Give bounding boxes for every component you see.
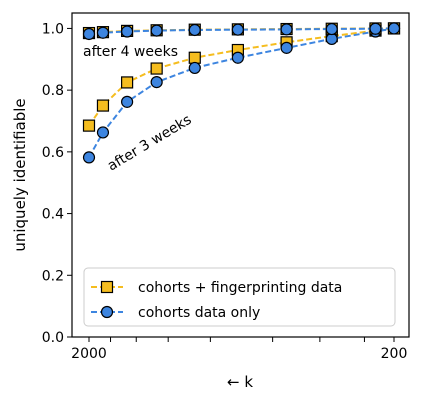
legend-marker-0 bbox=[100, 280, 114, 294]
y-axis: 0.0 0.2 0.4 0.6 0.8 1.0 bbox=[42, 21, 72, 346]
x-tick-label-1: 200 bbox=[381, 346, 408, 362]
annotation-after-4-weeks: after 4 weeks bbox=[83, 44, 178, 60]
y-tick-label-4: 0.8 bbox=[42, 83, 64, 99]
series-3-point-9 bbox=[387, 22, 401, 35]
series-1-point-1 bbox=[96, 126, 110, 139]
series-0-point-1 bbox=[96, 99, 110, 112]
series-1-point-0 bbox=[82, 151, 96, 164]
series-3-point-6 bbox=[280, 23, 293, 36]
series-0-point-2 bbox=[121, 76, 134, 89]
y-tick-label-3: 0.6 bbox=[42, 145, 64, 161]
series-1-point-6 bbox=[280, 41, 293, 54]
y-axis-label: uniquely identifiable bbox=[11, 98, 29, 251]
series-3-point-2 bbox=[121, 25, 134, 38]
series-3-point-5 bbox=[231, 23, 244, 36]
x-axis-label: ← k bbox=[227, 373, 253, 391]
y-tick-label-1: 0.2 bbox=[42, 268, 64, 284]
x-axis: 2000 200 bbox=[71, 337, 407, 362]
series-1-point-3 bbox=[150, 76, 163, 89]
x-tick-label-0: 2000 bbox=[71, 346, 107, 362]
series-0-point-3 bbox=[150, 62, 163, 75]
series-3-point-4 bbox=[188, 23, 201, 37]
series-3 bbox=[82, 22, 401, 41]
series-1-point-2 bbox=[121, 95, 134, 108]
series-3-point-7 bbox=[325, 22, 338, 36]
series-line-3 bbox=[88, 27, 395, 35]
y-tick-label-2: 0.4 bbox=[42, 207, 64, 223]
legend-entry-0: cohorts + fingerprinting data bbox=[91, 280, 342, 296]
legend-entry-1: cohorts data only bbox=[91, 305, 260, 321]
series-0-point-4 bbox=[188, 51, 201, 64]
legend-marker-1 bbox=[100, 305, 114, 319]
series-0-point-0 bbox=[82, 119, 96, 132]
series-1 bbox=[82, 22, 401, 164]
series-3-point-8 bbox=[369, 22, 382, 35]
plot-frame bbox=[71, 12, 410, 338]
legend-label-0: cohorts + fingerprinting data bbox=[138, 280, 342, 296]
legend-label-1: cohorts data only bbox=[138, 305, 260, 321]
y-tick-label-0: 0.0 bbox=[42, 330, 64, 346]
series-1-point-4 bbox=[188, 61, 201, 75]
legend-box bbox=[83, 267, 396, 327]
series-line-0 bbox=[88, 27, 395, 127]
series-layer bbox=[82, 22, 401, 164]
series-3-point-3 bbox=[150, 24, 163, 37]
series-3-point-1 bbox=[96, 26, 110, 39]
legend: cohorts + fingerprinting data cohorts dat… bbox=[83, 267, 396, 327]
series-line-1 bbox=[88, 27, 395, 158]
series-1-point-5 bbox=[231, 51, 244, 64]
series-3-point-0 bbox=[82, 27, 96, 41]
y-tick-label-5: 1.0 bbox=[42, 21, 64, 37]
